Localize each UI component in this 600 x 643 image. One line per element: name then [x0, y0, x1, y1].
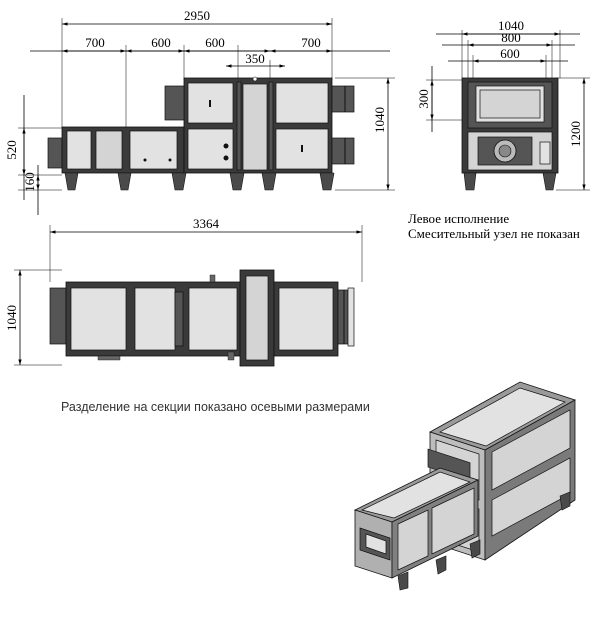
dim-plan-width: 1040: [4, 305, 19, 331]
note-left-version: Левое исполнение: [408, 211, 509, 226]
caption-section-division: Разделение на секции показано осевыми ра…: [61, 400, 370, 414]
isometric-view: [353, 381, 576, 591]
note-mixing-unit: Смесительный узел не показан: [408, 226, 580, 241]
dim-leg-height: 160: [22, 172, 37, 192]
dim-side-inner-width: 600: [500, 46, 520, 61]
dim-section-2: 600: [151, 35, 171, 50]
front-view: 2950 700 600 600 700 350 520 160 1040: [4, 8, 395, 215]
plan-view: 3364 1040: [4, 216, 363, 367]
dim-overall-width: 2950: [184, 8, 210, 23]
dim-side-total-height: 1200: [568, 121, 583, 147]
dim-side-opening-height: 300: [416, 89, 431, 109]
dim-side-outer-width: 1040: [498, 18, 524, 33]
side-view: 1040 800 600 300 1200: [416, 18, 590, 191]
dim-section-1: 700: [85, 35, 105, 50]
dim-total-height: 1040: [372, 107, 387, 133]
dim-side-frame-width: 800: [501, 30, 521, 45]
dim-section-3: 600: [205, 35, 225, 50]
dim-upper-offset: 350: [245, 51, 265, 66]
dim-lower-height: 520: [4, 140, 19, 160]
dim-section-4: 700: [301, 35, 321, 50]
dim-plan-length: 3364: [193, 216, 220, 231]
